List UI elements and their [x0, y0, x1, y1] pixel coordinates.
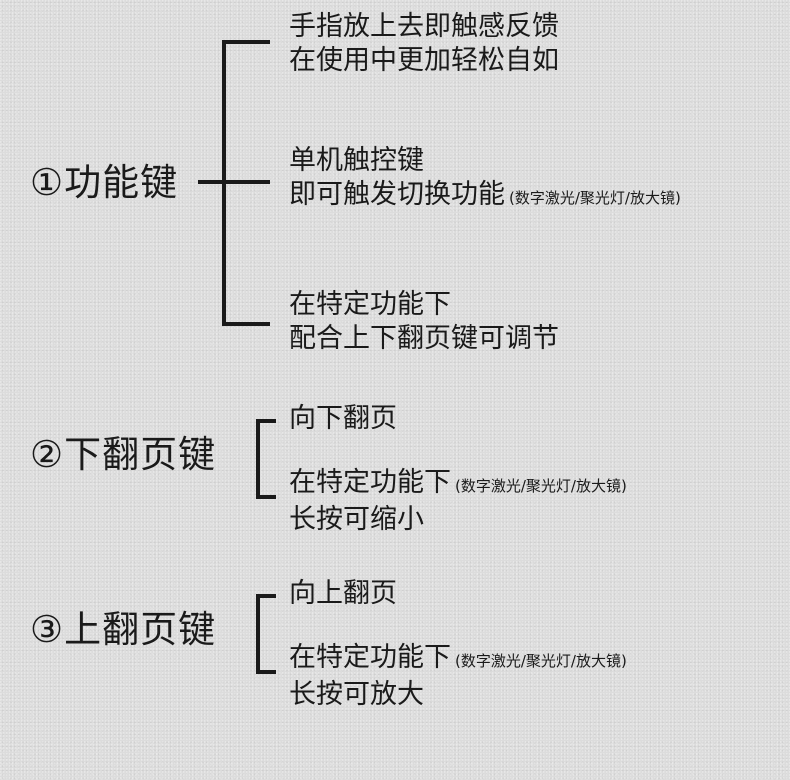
line-text: 即可触发切换功能 — [289, 179, 505, 210]
entry-line: 长按可缩小 — [289, 503, 627, 537]
line-text: 单机触控键 — [289, 145, 424, 176]
line-text: 向下翻页 — [289, 403, 397, 434]
line-text: 长按可放大 — [289, 679, 424, 710]
mode-note: (数字激光/聚光灯/放大镜) — [455, 652, 627, 670]
bracket-arm-top — [256, 594, 276, 598]
branch-entry: 向上翻页 — [289, 577, 397, 611]
entry-line: 在特定功能下(数字激光/聚光灯/放大镜) — [289, 641, 627, 678]
entry-line: 向下翻页 — [289, 402, 397, 436]
entry-line: 即可触发切换功能(数字激光/聚光灯/放大镜) — [289, 178, 681, 215]
bracket-arm-middle — [198, 180, 270, 184]
bracket-arm-bottom — [256, 495, 276, 499]
line-text: 向上翻页 — [289, 578, 397, 609]
line-text: 在特定功能下 — [289, 467, 451, 498]
line-text: 在特定功能下 — [289, 289, 451, 320]
line-text: 手指放上去即触感反馈 — [289, 11, 559, 42]
section-heading: ③上翻页键 — [30, 608, 217, 651]
branch-entry: 在特定功能下 配合上下翻页键可调节 — [289, 288, 559, 356]
line-text: 长按可缩小 — [289, 504, 424, 535]
entry-line: 在使用中更加轻松自如 — [289, 44, 559, 78]
bracket-arm-top — [256, 419, 276, 423]
bracket-arm-bottom — [222, 322, 270, 326]
branch-entry: 单机触控键 即可触发切换功能(数字激光/聚光灯/放大镜) — [289, 144, 681, 215]
bracket-arm-bottom — [256, 670, 276, 674]
branch-entry: 在特定功能下(数字激光/聚光灯/放大镜) 长按可缩小 — [289, 466, 627, 537]
bracket-spine — [256, 594, 260, 674]
entry-line: 手指放上去即触感反馈 — [289, 10, 559, 44]
branch-entry: 在特定功能下(数字激光/聚光灯/放大镜) 长按可放大 — [289, 641, 627, 712]
line-text: 配合上下翻页键可调节 — [289, 323, 559, 354]
section-heading: ②下翻页键 — [30, 433, 217, 476]
entry-line: 长按可放大 — [289, 678, 627, 712]
entry-line: 单机触控键 — [289, 144, 681, 178]
branch-entry: 手指放上去即触感反馈 在使用中更加轻松自如 — [289, 10, 559, 78]
line-text: 在特定功能下 — [289, 642, 451, 673]
branch-entry: 向下翻页 — [289, 402, 397, 436]
line-text: 在使用中更加轻松自如 — [289, 45, 559, 76]
mode-note: (数字激光/聚光灯/放大镜) — [455, 477, 627, 495]
bracket-spine — [256, 419, 260, 499]
bracket-arm-top — [222, 40, 270, 44]
entry-line: 在特定功能下(数字激光/聚光灯/放大镜) — [289, 466, 627, 503]
entry-line: 配合上下翻页键可调节 — [289, 322, 559, 356]
mode-note: (数字激光/聚光灯/放大镜) — [509, 189, 681, 207]
entry-line: 在特定功能下 — [289, 288, 559, 322]
entry-line: 向上翻页 — [289, 577, 397, 611]
section-heading: ①功能键 — [30, 161, 179, 204]
